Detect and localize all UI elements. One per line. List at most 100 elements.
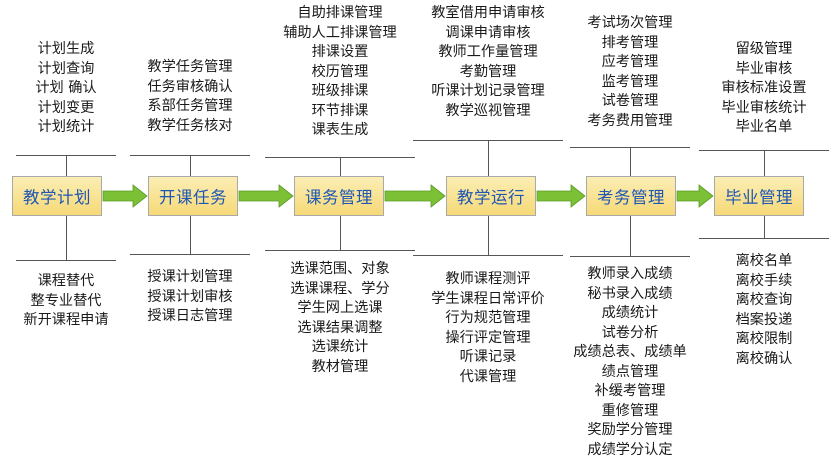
connector-line <box>630 216 631 256</box>
list-item: 计划生成 <box>37 41 95 57</box>
list-item: 考试场次管理 <box>587 15 673 31</box>
list-item: 教学任务管理 <box>147 59 233 75</box>
stage-box-4[interactable]: 教学运行 <box>446 176 536 216</box>
list-item: 听课计划记录管理 <box>431 83 545 99</box>
list-item: 选课范围、对象 <box>290 261 390 277</box>
flow-arrow-3 <box>384 184 446 208</box>
list-item: 辅助人工排课管理 <box>283 24 397 41</box>
connector-line <box>488 216 489 255</box>
connector-line <box>340 157 341 176</box>
list-item: 新开课程申请 <box>23 312 109 328</box>
connector-line <box>66 155 67 176</box>
stage-3-top-list: 自助排课管理辅助人工排课管理排课设置校历管理班级排课环节排课课表生成 <box>250 4 430 141</box>
flow-arrow-5 <box>676 184 714 208</box>
list-item: 任务审核确认 <box>147 78 233 95</box>
flow-arrow-4 <box>536 184 586 208</box>
stage-box-2[interactable]: 开课任务 <box>148 176 238 216</box>
list-item: 计划统计 <box>37 119 95 135</box>
list-item: 考务费用管理 <box>587 112 673 129</box>
list-item: 校历管理 <box>311 63 369 80</box>
stage-6-top-list: 留级管理毕业审核审核标准设置毕业审核统计毕业名单 <box>674 40 831 138</box>
connector-line <box>630 147 631 176</box>
stage-box-1[interactable]: 教学计划 <box>12 176 102 216</box>
list-item: 排考管理 <box>601 34 659 51</box>
list-item: 教学巡视管理 <box>445 102 531 119</box>
list-item: 审核标准设置 <box>721 80 807 96</box>
list-item: 成绩学分认定 <box>587 441 673 458</box>
list-item: 班级排课 <box>311 83 369 99</box>
stage-5-top-list: 考试场次管理排考管理应考管理监考管理试卷管理考务费用管理 <box>540 14 720 131</box>
connector-line <box>340 216 341 250</box>
list-item: 成绩总表、成绩单 <box>573 344 687 360</box>
connector-line <box>66 216 67 260</box>
list-item: 教师录入成绩 <box>587 266 673 282</box>
stage-6-bottom-list: 离校名单离校手续离校查询档案投递离校限制离校确认 <box>674 252 831 369</box>
list-item: 奖励学分管理 <box>587 422 673 438</box>
list-item: 课程替代 <box>37 273 95 289</box>
stage-2-top-list: 教学任务管理任务审核确认系部任务管理教学任务核对 <box>100 58 280 136</box>
list-item: 重修管理 <box>601 402 659 419</box>
list-item: 秘书录入成绩 <box>587 285 673 302</box>
stage-box-5[interactable]: 考务管理 <box>586 176 676 216</box>
stage-5-bottom-list: 教师录入成绩秘书录入成绩成绩统计试卷分析成绩总表、成绩单绩点管理补缓考管理重修管… <box>540 265 720 460</box>
list-item: 选课课程、学分 <box>290 280 390 297</box>
list-item: 操行评定管理 <box>445 329 531 346</box>
list-item: 计划变更 <box>37 99 95 116</box>
list-item: 课表生成 <box>311 122 369 138</box>
list-item: 学生网上选课 <box>297 300 383 316</box>
list-item: 毕业审核统计 <box>721 99 807 116</box>
list-item: 计划查询 <box>37 60 95 77</box>
list-item: 成绩统计 <box>601 305 659 321</box>
list-item: 教师工作量管理 <box>438 44 538 60</box>
list-item: 离校确认 <box>735 350 793 367</box>
list-item: 监考管理 <box>601 73 659 90</box>
list-item: 排课设置 <box>311 44 369 60</box>
list-item: 整专业替代 <box>30 292 102 309</box>
stage-1-top-list: 计划生成计划查询计划 确认计划变更计划统计 <box>0 40 156 138</box>
list-item: 离校限制 <box>735 331 793 347</box>
separator-line <box>130 254 250 255</box>
list-item: 教室借用申请审核 <box>431 5 545 21</box>
list-item: 授课日志管理 <box>147 308 233 324</box>
list-item: 教材管理 <box>311 358 369 375</box>
list-item: 环节排课 <box>311 102 369 119</box>
list-item: 代课管理 <box>459 368 517 385</box>
list-item: 行为规范管理 <box>445 310 531 326</box>
flow-arrow-2 <box>238 184 294 208</box>
list-item: 教师课程测评 <box>445 271 531 287</box>
stage-2-bottom-list: 授课计划管理授课计划审核授课日志管理 <box>100 268 280 327</box>
list-item: 离校名单 <box>735 253 793 269</box>
separator-line <box>413 255 563 256</box>
stage-3-bottom-list: 选课范围、对象选课课程、学分学生网上选课选课结果调整选课统计教材管理 <box>250 260 430 377</box>
list-item: 离校查询 <box>735 292 793 308</box>
connector-line <box>488 140 489 176</box>
list-item: 毕业名单 <box>735 119 793 135</box>
list-item: 选课结果调整 <box>297 319 383 336</box>
stage-4-bottom-list: 教师课程测评学生课程日常评价行为规范管理操行评定管理听课记录代课管理 <box>398 270 578 387</box>
separator-line <box>570 256 690 257</box>
list-item: 授课计划管理 <box>147 269 233 285</box>
separator-line <box>16 260 116 261</box>
list-item: 试卷管理 <box>601 93 659 109</box>
list-item: 应考管理 <box>601 54 659 70</box>
list-item: 绩点管理 <box>601 363 659 380</box>
flow-arrow-1 <box>102 184 148 208</box>
list-item: 补缓考管理 <box>594 383 666 399</box>
connector-line <box>190 216 191 254</box>
list-item: 系部任务管理 <box>147 98 233 114</box>
list-item: 教学任务核对 <box>147 117 233 134</box>
stage-box-3[interactable]: 课务管理 <box>294 176 384 216</box>
list-item: 听课记录 <box>459 349 517 365</box>
stage-box-6[interactable]: 毕业管理 <box>714 176 804 216</box>
connector-line <box>764 216 765 238</box>
connector-line <box>764 150 765 176</box>
list-item: 自助排课管理 <box>297 5 383 21</box>
separator-line <box>265 250 415 251</box>
list-item: 离校手续 <box>735 272 793 289</box>
list-item: 学生课程日常评价 <box>431 290 545 307</box>
list-item: 授课计划审核 <box>147 288 233 305</box>
list-item: 试卷分析 <box>601 324 659 341</box>
separator-line <box>699 238 829 239</box>
list-item: 毕业审核 <box>735 60 793 77</box>
